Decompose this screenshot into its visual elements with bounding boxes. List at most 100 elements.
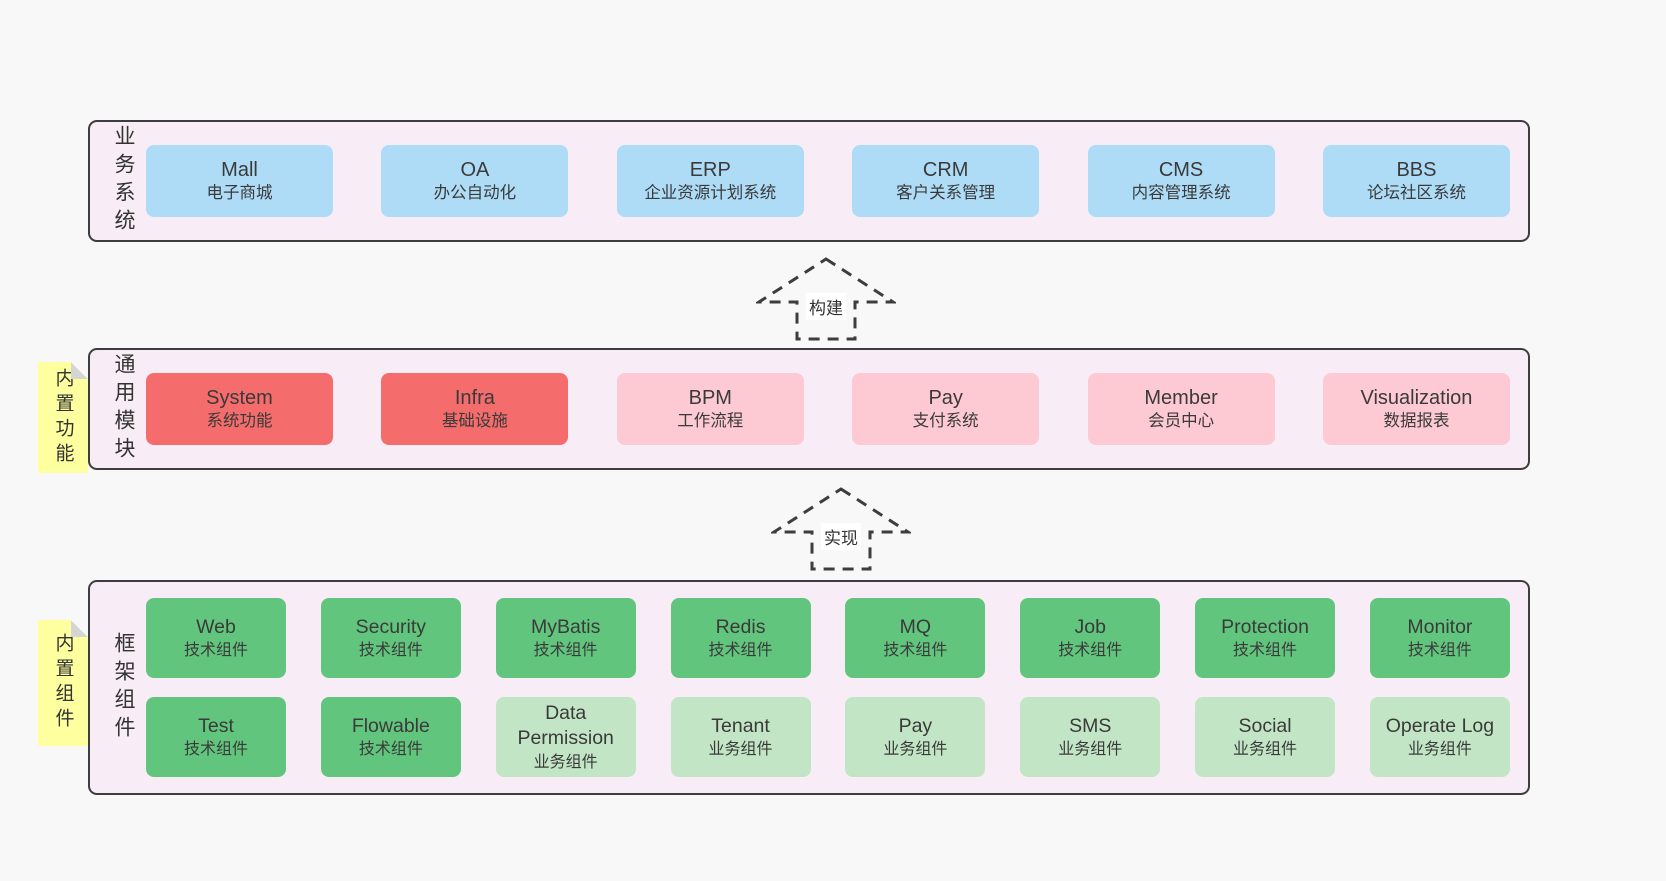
components-boxes-grid: Web 技术组件 Security 技术组件 MyBatis 技术组件 Redi… [146,598,1510,777]
box-desc: 客户关系管理 [896,184,996,203]
box-desc: 办公自动化 [433,184,517,203]
box-name: Visualization [1360,386,1473,409]
box-mall: Mall 电子商城 [146,145,333,217]
box-desc: 业务组件 [883,741,948,759]
box-desc: 工作流程 [677,412,744,431]
box-name: Security [355,615,427,638]
box-pay-component: Pay 业务组件 [845,697,986,777]
sticky-fold-corner [71,362,88,379]
box-desc: 技术组件 [1058,642,1123,660]
box-desc: 技术组件 [708,642,773,660]
box-desc: 业务组件 [1407,741,1472,759]
box-desc: 业务组件 [533,754,598,772]
box-crm: CRM 客户关系管理 [852,145,1040,217]
box-system: System 系统功能 [146,373,333,445]
box-name: Pay [898,714,933,737]
box-name: Job [1074,615,1106,638]
sticky-fold-corner [71,620,88,637]
box-desc: 技术组件 [358,642,423,660]
box-name: Social [1238,714,1292,737]
arrow-build-label: 构建 [806,293,846,320]
box-test: Test 技术组件 [146,697,286,777]
box-desc: 内容管理系统 [1131,184,1231,203]
layer-framework-components: 框架组件 Web 技术组件 Security 技术组件 MyBatis 技术组件… [88,580,1530,795]
box-name: Test [198,714,234,737]
business-boxes-row: Mall 电子商城 OA 办公自动化 ERP 企业资源计划系统 CRM 客户关系… [146,145,1510,217]
box-infra: Infra 基础设施 [381,373,569,445]
box-desc: 技术组件 [1407,642,1472,660]
box-desc: 业务组件 [1233,741,1298,759]
box-monitor: Monitor 技术组件 [1369,598,1510,678]
box-name: SMS [1069,714,1112,737]
box-desc: 会员中心 [1148,412,1215,431]
box-name: Data Permission [517,701,614,750]
box-flowable: Flowable 技术组件 [320,697,461,777]
box-sms: SMS 业务组件 [1020,697,1161,777]
box-mq: MQ 技术组件 [845,598,986,678]
box-security: Security 技术组件 [320,598,461,678]
box-name: MyBatis [531,615,601,638]
box-mybatis: MyBatis 技术组件 [495,598,636,678]
arrow-build-up: 构建 [756,256,896,342]
box-name: Tenant [711,714,770,737]
box-desc: 技术组件 [883,642,948,660]
box-name: CRM [922,158,969,181]
box-name: MQ [899,615,932,638]
layer-common-modules: 通用模块 System 系统功能 Infra 基础设施 BPM 工作流程 Pay… [88,348,1530,470]
box-social: Social 业务组件 [1195,697,1336,777]
box-name: Redis [715,615,766,638]
box-bbs: BBS 论坛社区系统 [1322,145,1510,217]
box-redis: Redis 技术组件 [670,598,811,678]
box-desc: 技术组件 [533,642,598,660]
box-name: BBS [1396,158,1437,181]
box-desc: 支付系统 [912,412,979,431]
box-desc: 数据报表 [1383,412,1450,431]
layer-label-business: 业务系统 [112,125,135,237]
box-erp: ERP 企业资源计划系统 [616,145,804,217]
box-desc: 技术组件 [1233,642,1298,660]
sticky-label: 内置组件 [52,633,74,733]
box-cms: CMS 内容管理系统 [1087,145,1275,217]
sticky-note-built-in-components: 内置组件 [38,620,88,746]
box-operate-log: Operate Log 业务组件 [1369,697,1510,777]
box-desc: 技术组件 [183,642,248,660]
box-name: BPM [688,386,732,409]
box-web: Web 技术组件 [146,598,286,678]
box-job: Job 技术组件 [1020,598,1161,678]
box-tenant: Tenant 业务组件 [670,697,811,777]
arrow-implement-up: 实现 [771,486,911,572]
box-desc: 企业资源计划系统 [644,184,777,203]
box-bpm: BPM 工作流程 [616,373,804,445]
box-name: CMS [1158,158,1204,181]
modules-boxes-row: System 系统功能 Infra 基础设施 BPM 工作流程 Pay 支付系统… [146,373,1510,445]
box-desc: 业务组件 [708,741,773,759]
box-oa: OA 办公自动化 [381,145,569,217]
box-name: Web [196,615,236,638]
box-desc: 基础设施 [441,412,508,431]
box-desc: 技术组件 [183,741,248,759]
box-name: Monitor [1407,615,1473,638]
box-desc: 系统功能 [206,412,273,431]
box-name: Protection [1221,615,1309,638]
box-member: Member 会员中心 [1087,373,1275,445]
box-desc: 技术组件 [358,741,423,759]
box-name: Infra [454,386,495,409]
layer-business-systems: 业务系统 Mall 电子商城 OA 办公自动化 ERP 企业资源计划系统 CRM… [88,120,1530,242]
box-name: ERP [689,158,731,181]
arrow-implement-label: 实现 [821,523,861,550]
box-desc: 论坛社区系统 [1366,184,1466,203]
box-name: Mall [221,158,258,181]
box-name: System [206,386,273,409]
box-desc: 业务组件 [1058,741,1123,759]
layer-label-modules: 通用模块 [112,353,135,465]
box-name: Member [1144,386,1218,409]
box-data-permission: Data Permission 业务组件 [495,697,636,777]
box-name: Operate Log [1385,714,1495,737]
box-name: Pay [928,386,963,409]
box-visualization: Visualization 数据报表 [1322,373,1510,445]
box-pay-system: Pay 支付系统 [852,373,1040,445]
sticky-label: 内置功能 [52,367,74,468]
box-name: OA [460,158,490,181]
sticky-note-built-in-functions: 内置功能 [38,362,88,473]
